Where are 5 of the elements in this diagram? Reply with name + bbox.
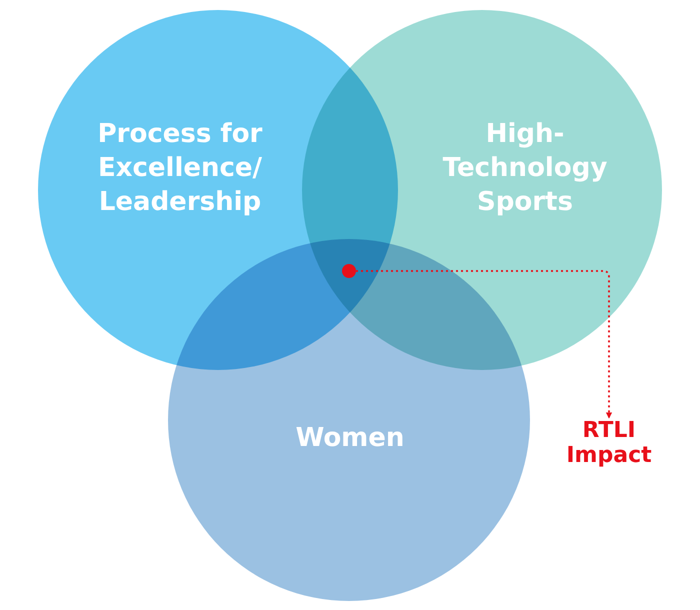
circle-label: Women [294, 422, 406, 455]
circle-label: High- Technology Sports [442, 118, 608, 219]
circle-label: Process for Excellence/ Leadership [96, 118, 264, 219]
leader-line [356, 270, 612, 419]
callout-label: RTLI Impact [565, 418, 653, 469]
